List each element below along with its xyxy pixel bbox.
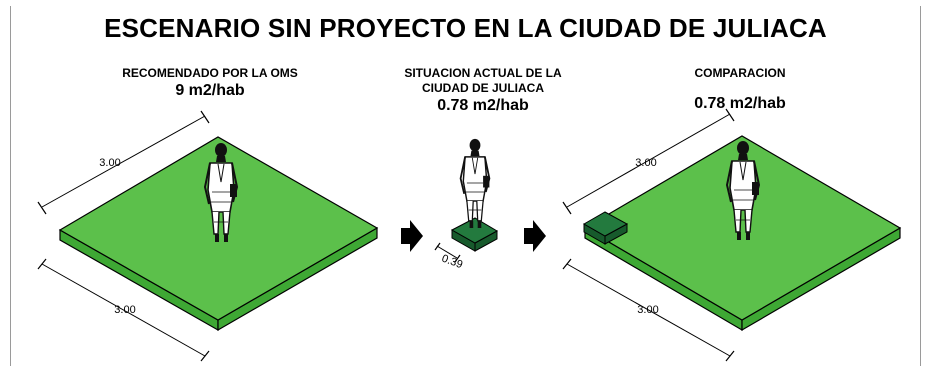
juliaca-heading-line2: CIUDAD DE JULIACA [421,81,544,95]
comparison-dimension-top [562,108,735,215]
oms-heading: RECOMENDADO POR LA OMS [122,66,298,80]
comparison-dimension-bottom-label: 3.00 [637,304,658,316]
oms-header: RECOMENDADO POR LA OMS 9 m2/hab [95,66,325,100]
juliaca-block [450,217,499,252]
comparison-header: COMPARACION 0.78 m2/hab [640,66,840,113]
diagram-frame [10,6,921,366]
comparison-value: 0.78 m2/hab [694,95,786,112]
juliaca-dimension-label: 0.39 [440,253,464,272]
juliaca-header: SITUACION ACTUAL DE LA CIUDAD DE JULIACA… [378,66,588,115]
juliaca-person [459,137,491,229]
arrow-right-icon [524,220,546,252]
oms-dimension-top [37,110,210,215]
comparison-slab [583,135,902,332]
comparison-dimension-top-label: 3.00 [635,157,656,169]
comparison-small-block [582,211,629,245]
comparison-dimension-bottom [562,258,735,362]
juliaca-heading-line1: SITUACION ACTUAL DE LA [404,66,562,80]
juliaca-value: 0.78 m2/hab [437,97,529,114]
oms-value: 9 m2/hab [175,82,245,99]
juliaca-dimension [434,242,461,263]
oms-dimension-top-label: 3.00 [99,157,120,169]
oms-dimension-bottom [37,258,210,362]
arrow-right-icon [401,220,423,252]
diagram-title: ESCENARIO SIN PROYECTO EN LA CIUDAD DE J… [104,13,827,43]
comparison-heading: COMPARACION [694,66,786,80]
oms-dimension-bottom-label: 3.00 [114,304,135,316]
